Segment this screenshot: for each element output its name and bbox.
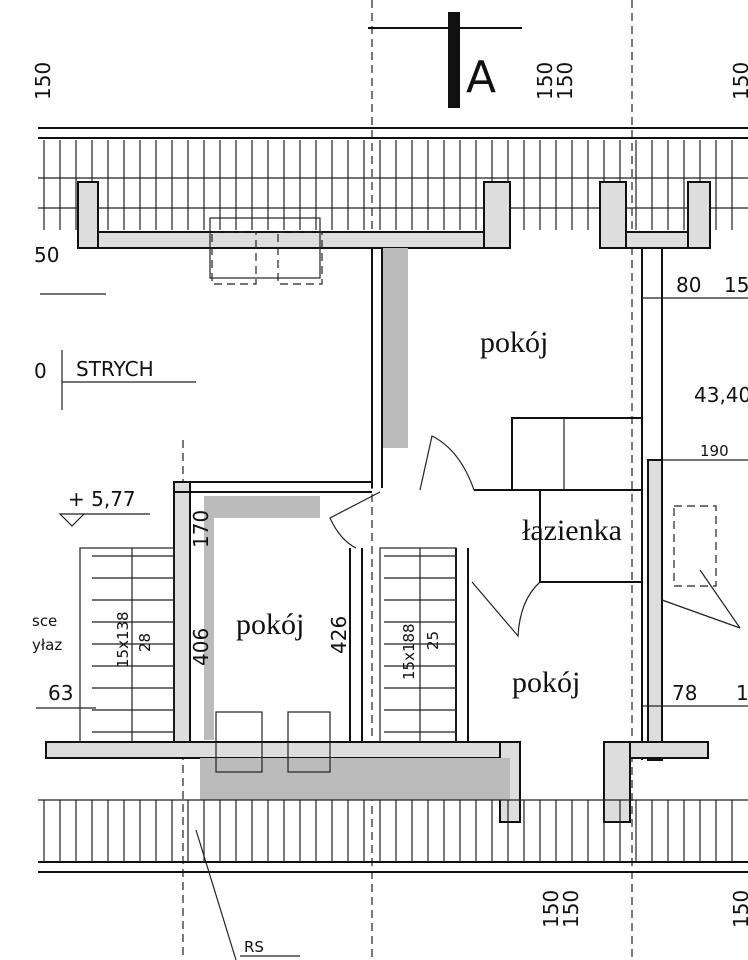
roof-bottom [38, 799, 748, 873]
svg-text:A: A [466, 52, 496, 103]
svg-text:150: 150 [729, 890, 748, 928]
svg-text:63: 63 [48, 681, 73, 705]
svg-text:150: 150 [31, 62, 55, 100]
svg-text:170: 170 [189, 510, 213, 548]
svg-text:1: 1 [736, 681, 748, 705]
svg-text:80: 80 [676, 273, 701, 297]
svg-text:RS: RS [244, 938, 264, 956]
section-marker: A [368, 12, 522, 108]
room-label-lazienka: łazienka [522, 514, 622, 547]
stairs-left [92, 548, 174, 742]
attic-label: STRYCH [76, 357, 154, 381]
svg-text:15: 15 [724, 273, 748, 297]
svg-text:150: 150 [539, 890, 563, 928]
roof-top [38, 127, 748, 209]
wall-shade [382, 248, 408, 448]
wall-top [77, 231, 509, 249]
room-label-pokoj-left: pokój [236, 608, 304, 641]
stairs-mid [384, 548, 456, 742]
room-label-pokoj-right: pokój [512, 666, 580, 699]
svg-text:426: 426 [327, 616, 351, 654]
room-label-pokoj-top: pokój [480, 326, 548, 359]
wall-bottom [45, 741, 521, 759]
svg-text:78: 78 [672, 681, 697, 705]
svg-text:406: 406 [189, 628, 213, 666]
svg-text:150: 150 [729, 62, 748, 100]
svg-text:150: 150 [553, 62, 577, 100]
svg-text:25: 25 [424, 631, 442, 650]
svg-text:43,40: 43,40 [694, 383, 748, 407]
level-mark: + 5,77 [68, 487, 136, 511]
svg-text:150: 150 [533, 62, 557, 100]
svg-text:50: 50 [34, 243, 59, 267]
svg-text:28: 28 [136, 633, 154, 652]
svg-text:15x138: 15x138 [114, 611, 132, 668]
svg-text:190: 190 [700, 442, 729, 460]
svg-text:150: 150 [559, 890, 583, 928]
svg-text:0: 0 [34, 359, 47, 383]
svg-text:15x188: 15x188 [400, 623, 418, 680]
svg-text:yłaz: yłaz [32, 636, 62, 654]
svg-text:sce: sce [32, 612, 57, 630]
